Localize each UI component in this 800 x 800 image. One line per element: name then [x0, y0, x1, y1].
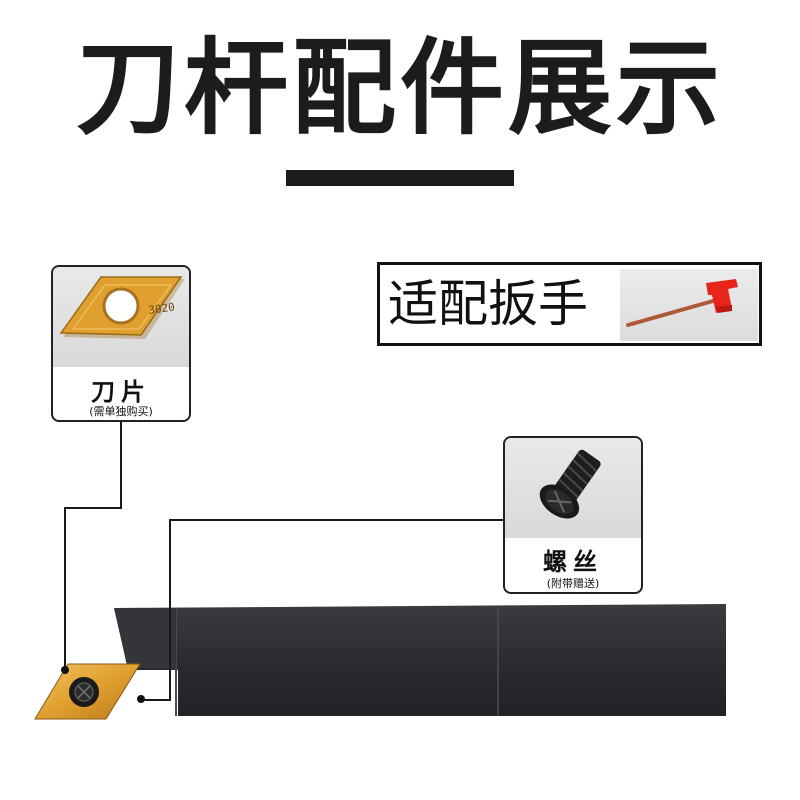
insert-image: 3020 — [53, 267, 189, 367]
insert-card: 3020 刀片 (需单独购买) — [51, 265, 191, 422]
screw-note: (附带赠送) — [546, 577, 600, 590]
wrench-label: 适配扳手 — [388, 275, 588, 333]
screw-pointer-dot — [137, 695, 145, 703]
screw-image — [505, 438, 641, 538]
mounted-insert — [34, 663, 141, 720]
insert-pointer-dot — [61, 666, 69, 674]
screw-card: 螺丝 (附带赠送) — [503, 436, 643, 594]
wrench-icon — [626, 279, 738, 327]
page-title: 刀杆配件展示 — [75, 27, 724, 149]
wrench-image — [620, 269, 758, 341]
wrench-box: 适配扳手 — [377, 262, 762, 346]
tool-shank — [114, 604, 726, 716]
title-underline — [286, 170, 514, 186]
screw-label: 螺丝 — [543, 548, 603, 576]
insert-marking: 3020 — [148, 300, 176, 317]
connector-lines — [64, 422, 503, 701]
insert-note: (需单独购买) — [89, 405, 153, 418]
insert-label: 刀片 — [91, 378, 151, 406]
